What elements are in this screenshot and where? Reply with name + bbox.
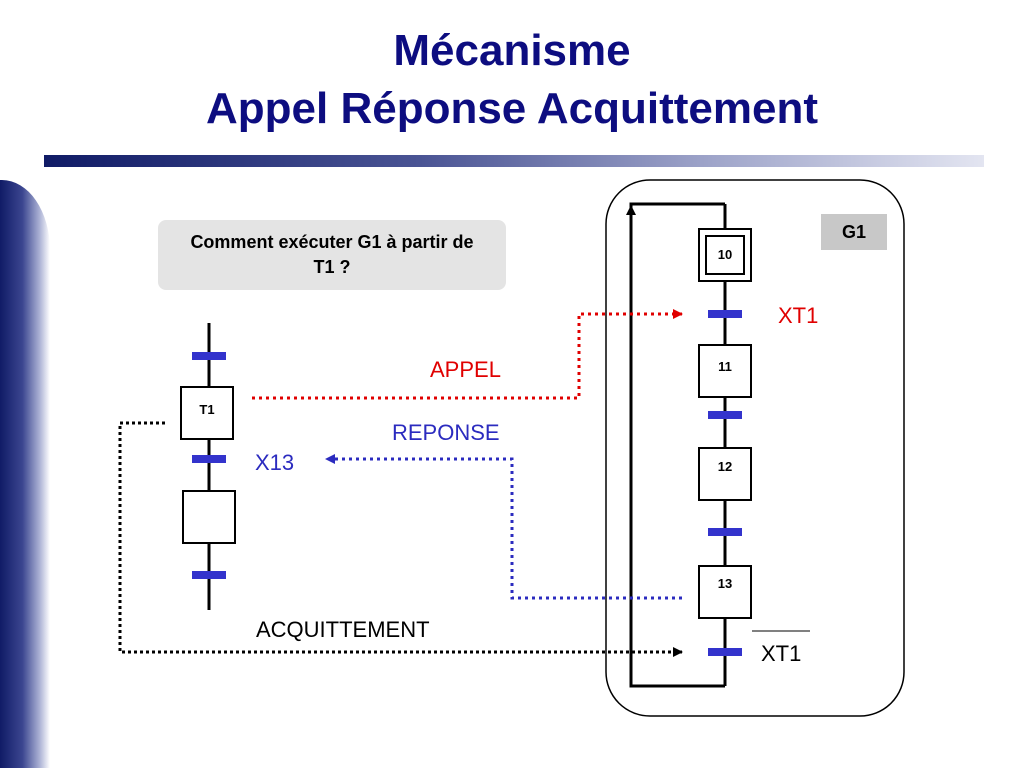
- g1-label: G1: [821, 214, 887, 250]
- xt1-label: XT1: [778, 303, 819, 328]
- g1-step-12-label: 12: [717, 459, 733, 474]
- g1-step-13-label: 13: [717, 576, 733, 591]
- g1-step-10-inner: [705, 235, 745, 275]
- g1-frame: [605, 179, 905, 717]
- t1-transition-x13: [192, 455, 226, 463]
- g1-step-11-label: 11: [718, 359, 732, 374]
- reponse-label: REPONSE: [392, 420, 500, 445]
- title-line-1: Mécanisme: [393, 26, 631, 75]
- g1-step-13: [698, 565, 752, 619]
- title-line-2: Appel Réponse Acquittement: [206, 84, 818, 133]
- title-underline-bar: [44, 155, 984, 167]
- t1-next-step: [182, 490, 236, 544]
- g1-step-10-label: 10: [717, 247, 733, 262]
- t1-transition-top: [192, 352, 226, 360]
- appel-signal-arrow: [252, 309, 683, 400]
- acquittement-label: ACQUITTEMENT: [256, 617, 430, 642]
- reponse-signal-arrow: [325, 454, 682, 600]
- acquittement-signal-arrow: [118, 421, 683, 657]
- g1-loop-back-line: [629, 202, 725, 688]
- x13-label: X13: [255, 450, 295, 475]
- g1-transition-12-13: [708, 528, 742, 536]
- question-box: Comment exécuter G1 à partir de T1 ?: [158, 220, 506, 290]
- g1-transition-10-11: [708, 310, 742, 318]
- g1-step-12: [698, 447, 752, 501]
- t1-step: [180, 386, 234, 440]
- t1-step-label: T1: [199, 402, 215, 417]
- g1-transition-11-12: [708, 411, 742, 419]
- question-text: Comment exécuter G1 à partir de T1 ?: [190, 232, 474, 277]
- left-decorative-band: [0, 180, 50, 768]
- appel-label: APPEL: [430, 357, 501, 382]
- slide-title: Mécanisme Appel Réponse Acquittement: [0, 22, 1024, 138]
- g1-transition-13-10: [708, 648, 742, 656]
- t1-transition-bottom: [192, 571, 226, 579]
- g1-step-11: [698, 344, 752, 398]
- xt1-negated-label: XT1: [761, 641, 802, 666]
